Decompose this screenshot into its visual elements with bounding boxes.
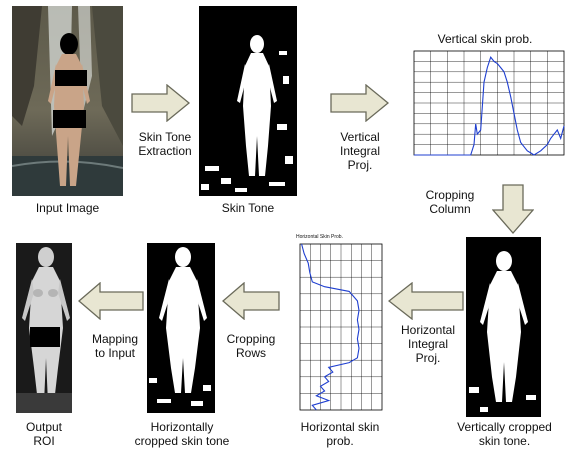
arrow-label-cropping-rows: Cropping Rows bbox=[220, 332, 282, 360]
arrow-label-line: Integral bbox=[392, 337, 464, 351]
output-roi-image bbox=[16, 243, 72, 413]
vertical-skin-prob-chart bbox=[400, 47, 568, 167]
arrow-label-line: Horizontal bbox=[392, 323, 464, 337]
arrow-skin-tone-extraction bbox=[131, 84, 191, 122]
arrow-label-vertical-integral: Vertical Integral Proj. bbox=[320, 130, 400, 172]
caption-line: ROI bbox=[12, 434, 76, 448]
vertical-plot-title: Vertical skin prob. bbox=[400, 32, 569, 46]
vertically-cropped-image bbox=[466, 237, 541, 417]
horizontally-cropped-caption: Horizontally cropped skin tone bbox=[122, 420, 242, 448]
arrow-label-line: Vertical bbox=[320, 130, 400, 144]
arrow-horizontal-integral bbox=[388, 282, 464, 320]
horizontally-cropped-image bbox=[147, 243, 215, 413]
caption-line: Horizontally bbox=[122, 420, 242, 434]
arrow-label-line: Skin Tone bbox=[132, 130, 198, 144]
arrow-label-horizontal-integral: Horizontal Integral Proj. bbox=[392, 323, 464, 365]
arrow-cropping-column bbox=[492, 184, 534, 234]
arrow-label-line: Column bbox=[415, 202, 485, 216]
input-image bbox=[12, 6, 123, 196]
arrow-label-mapping-to-input: Mapping to Input bbox=[82, 332, 148, 360]
caption-line: Horizontal skin bbox=[290, 420, 390, 434]
arrow-label-line: Rows bbox=[220, 346, 282, 360]
arrow-label-skin-tone-extraction: Skin Tone Extraction bbox=[132, 130, 198, 158]
arrow-label-line: to Input bbox=[82, 346, 148, 360]
arrow-label-line: Integral bbox=[320, 144, 400, 158]
caption-line: skin tone. bbox=[440, 434, 569, 448]
caption-line: cropped skin tone bbox=[122, 434, 242, 448]
arrow-label-line: Cropping bbox=[220, 332, 282, 346]
skin-tone-image bbox=[199, 6, 297, 196]
caption-line: prob. bbox=[290, 434, 390, 448]
vertically-cropped-caption: Vertically cropped skin tone. bbox=[440, 420, 569, 448]
arrow-mapping-to-input bbox=[78, 282, 144, 320]
arrow-label-cropping-column: Cropping Column bbox=[415, 188, 485, 216]
horizontal-skin-prob-chart bbox=[288, 240, 386, 415]
arrow-vertical-integral bbox=[330, 84, 390, 122]
arrow-label-line: Proj. bbox=[392, 351, 464, 365]
input-image-caption: Input Image bbox=[12, 201, 123, 215]
arrow-label-line: Proj. bbox=[320, 158, 400, 172]
arrow-label-line: Cropping bbox=[415, 188, 485, 202]
caption-line: Vertically cropped bbox=[440, 420, 569, 434]
skin-tone-caption: Skin Tone bbox=[199, 201, 297, 215]
arrow-label-line: Extraction bbox=[132, 144, 198, 158]
caption-line: Output bbox=[12, 420, 76, 434]
horizontal-plot-caption: Horizontal skin prob. bbox=[290, 420, 390, 448]
output-roi-caption: Output ROI bbox=[12, 420, 76, 448]
arrow-cropping-rows bbox=[222, 282, 280, 320]
arrow-label-line: Mapping bbox=[82, 332, 148, 346]
